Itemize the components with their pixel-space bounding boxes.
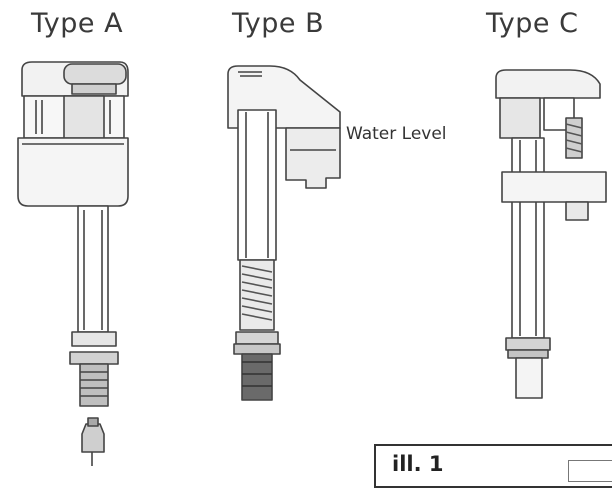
type-a-label: Type A (31, 8, 124, 39)
type-a-fill-valve (17, 61, 129, 466)
type-b-fill-valve (227, 65, 341, 401)
illustration-label: ill. 1 (392, 452, 444, 476)
type-c-label: Type C (486, 8, 579, 39)
type-c-fill-valve (495, 69, 607, 399)
type-b-label: Type B (232, 8, 325, 39)
illustration-inner-frame (568, 460, 612, 482)
water-level-label: Water Level (346, 124, 447, 144)
